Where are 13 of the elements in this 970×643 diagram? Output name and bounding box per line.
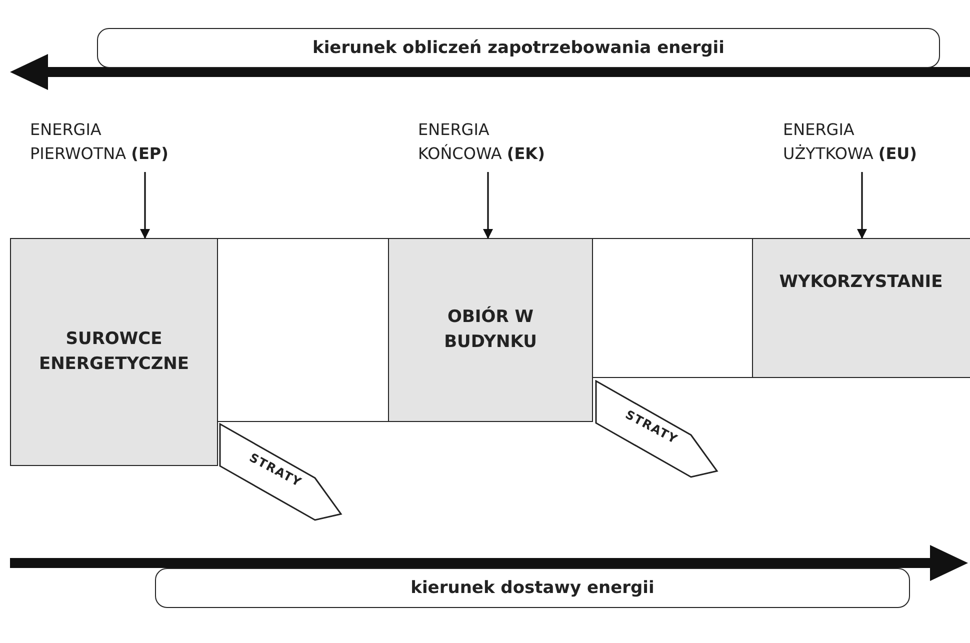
direction-label: kierunek obliczeń zapotrzebowania energii	[97, 28, 940, 68]
stage-box: OBIÓR W BUDYNKU	[388, 238, 593, 422]
flow-band	[593, 238, 752, 378]
arrow	[140, 172, 150, 239]
stage-box: WYKORZYSTANIE	[752, 238, 970, 378]
direction-label: kierunek dostawy energii	[155, 568, 910, 608]
stage-box: SUROWCE ENERGETYCZNE	[10, 238, 218, 466]
energy-label: ENERGIA KOŃCOWA (EK)	[418, 118, 578, 170]
energy-label: ENERGIA PIERWOTNA (EP)	[30, 118, 200, 170]
loss-tag	[595, 380, 719, 479]
energy-label: ENERGIA UŻYTKOWA (EU)	[783, 118, 923, 170]
arrow	[483, 172, 493, 239]
arrow	[857, 172, 867, 239]
